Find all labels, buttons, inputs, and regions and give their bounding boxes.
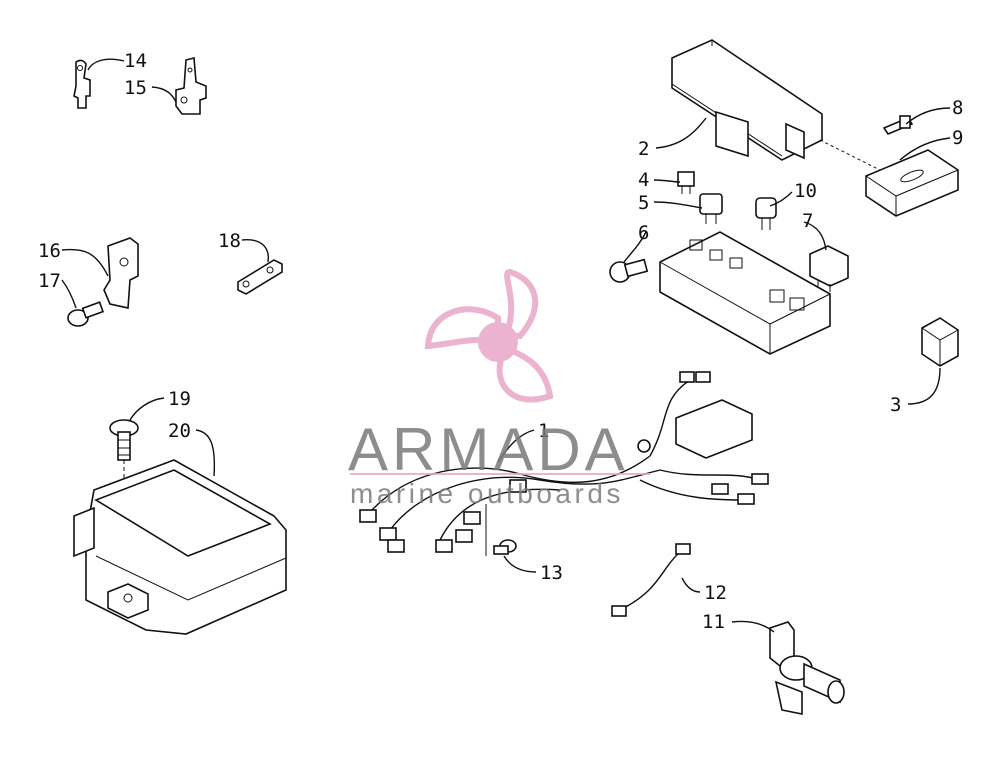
part-8-clip bbox=[882, 115, 914, 135]
part-17-bolt bbox=[67, 301, 105, 327]
leader-lines bbox=[61, 58, 951, 633]
callout-4: 4 bbox=[638, 169, 649, 191]
callout-8: 8 bbox=[952, 97, 963, 119]
part-2-fuse-box-cover bbox=[671, 39, 823, 161]
part-6-bolt bbox=[609, 258, 649, 283]
part-10-fuse bbox=[755, 197, 777, 230]
propeller-logo-icon bbox=[424, 268, 554, 403]
callout-14: 14 bbox=[124, 50, 147, 72]
fuse-box-base bbox=[659, 231, 831, 355]
callout-1: 1 bbox=[538, 420, 549, 442]
callout-9: 9 bbox=[952, 127, 963, 149]
part-12-sensor-lead bbox=[611, 543, 691, 617]
callout-16: 16 bbox=[38, 240, 61, 262]
part-5-fuse bbox=[699, 193, 723, 224]
callout-2: 2 bbox=[638, 138, 649, 160]
part-11-sensor bbox=[769, 621, 845, 715]
callout-3: 3 bbox=[890, 394, 901, 416]
callout-12: 12 bbox=[704, 582, 727, 604]
callout-17: 17 bbox=[38, 270, 61, 292]
brand-name: ARMADA bbox=[348, 416, 629, 483]
part-7-relay bbox=[809, 245, 849, 292]
brand-tagline: marine outboards bbox=[350, 478, 624, 509]
part-14-bracket bbox=[73, 59, 91, 109]
callout-13: 13 bbox=[540, 562, 563, 584]
callout-labels: 14 15 16 17 18 19 20 1 2 4 5 6 10 7 8 9 … bbox=[38, 50, 963, 633]
part-9-relay-block bbox=[819, 139, 959, 217]
part-18-plate bbox=[237, 259, 283, 295]
callout-7: 7 bbox=[802, 210, 813, 232]
part-16-bracket bbox=[103, 237, 139, 309]
watermark: ARMADA marine outboards bbox=[348, 268, 650, 509]
callout-15: 15 bbox=[124, 77, 147, 99]
callout-10: 10 bbox=[794, 180, 817, 202]
callout-20: 20 bbox=[168, 420, 191, 442]
callout-18: 18 bbox=[218, 230, 241, 252]
callout-5: 5 bbox=[638, 192, 649, 214]
part-4-fuse bbox=[677, 171, 695, 194]
part-3-relay bbox=[921, 317, 959, 367]
callout-11: 11 bbox=[702, 611, 725, 633]
part-15-bracket bbox=[175, 56, 207, 115]
part-13-bolt bbox=[493, 539, 517, 555]
callout-6: 6 bbox=[638, 222, 649, 244]
part-20-control-module bbox=[73, 459, 287, 635]
callout-19: 19 bbox=[168, 388, 191, 410]
